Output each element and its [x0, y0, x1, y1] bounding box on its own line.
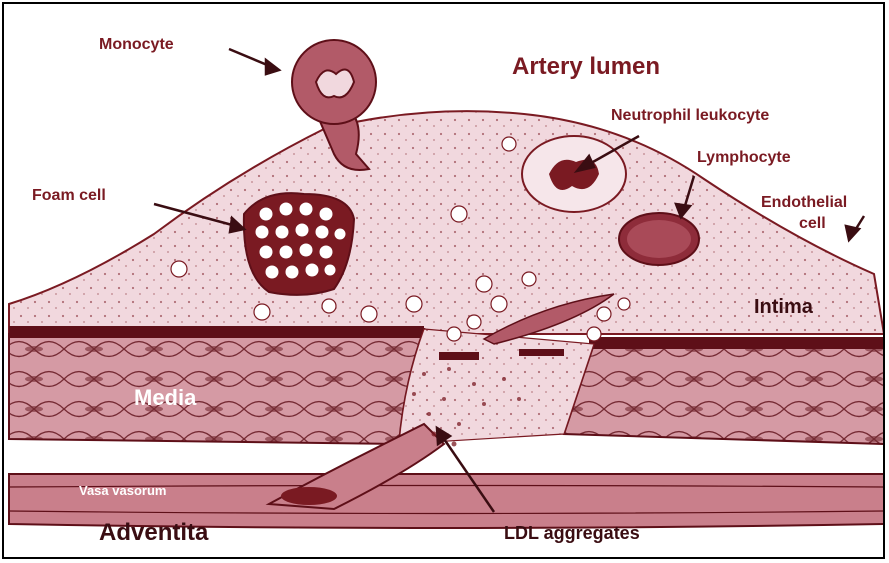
label-foam-cell: Foam cell	[32, 187, 106, 205]
label-ldl-aggregates: LDL aggregates	[504, 523, 640, 544]
label-lymphocyte: Lymphocyte	[697, 149, 791, 167]
foam-cell	[244, 193, 354, 295]
lymphocyte-cell	[619, 213, 699, 265]
label-intima: Intima	[754, 296, 813, 319]
label-adventita: Adventita	[99, 519, 208, 547]
label-artery-lumen: Artery lumen	[512, 53, 660, 81]
neutrophil-cell	[522, 136, 626, 212]
label-monocyte: Monocyte	[99, 36, 174, 54]
label-endothelial-cell: cell	[799, 215, 826, 233]
label-media: Media	[134, 385, 196, 411]
label-neutrophil: Neutrophil leukocyte	[611, 107, 769, 125]
label-endothelial: Endothelial	[761, 194, 847, 212]
label-vasa-vasorum: Vasa vasorum	[79, 483, 166, 498]
artery-wall-illustration	[4, 4, 885, 559]
